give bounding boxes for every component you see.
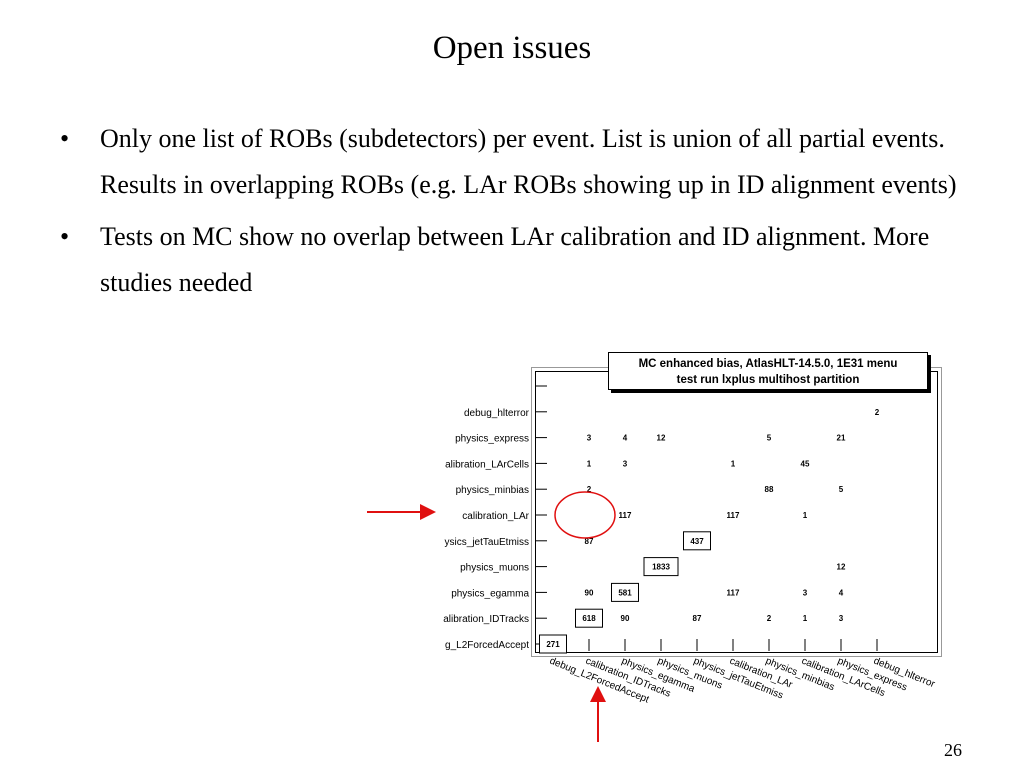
cell-box (643, 557, 679, 577)
cell-value: 1 (803, 511, 808, 520)
cell-value: 271 (546, 640, 560, 649)
cell-value: 1 (587, 459, 592, 468)
y-tick-label: alibration_IDTracks (443, 614, 529, 625)
y-tick-label: physics_minbias (456, 485, 529, 496)
cell-value: 3 (587, 434, 592, 443)
cell-value: 3 (803, 588, 808, 597)
cell-value: 117 (727, 588, 740, 597)
bullet-symbol: • (60, 222, 70, 251)
chart-title-box: MC enhanced bias, AtlasHLT-14.5.0, 1E31 … (608, 352, 928, 390)
cell-box (539, 634, 567, 654)
y-tick-label: physics_egamma (451, 588, 529, 599)
cell-value: 3 (839, 614, 844, 623)
bullet-list: • Only one list of ROBs (subdetectors) p… (60, 116, 970, 312)
y-tick-label: physics_muons (460, 563, 529, 574)
page-number: 26 (944, 740, 962, 760)
chart-title-line-2: test run lxplus multihost partition (676, 374, 860, 386)
cell-box (683, 531, 711, 551)
bullet-text: Only one list of ROBs (subdetectors) per… (100, 124, 957, 199)
cell-value: 88 (765, 485, 774, 494)
y-tick-label: alibration_LArCells (445, 459, 529, 470)
cell-value: 87 (693, 614, 702, 623)
cell-box (611, 582, 639, 602)
cell-value: 90 (621, 614, 630, 623)
cell-value: 2 (587, 485, 592, 494)
cell-value: 2 (875, 408, 880, 417)
cell-value: 1 (803, 614, 808, 623)
cell-value: 618 (582, 614, 596, 623)
bullet-item: • Only one list of ROBs (subdetectors) p… (60, 116, 970, 208)
cell-value: 2 (767, 614, 772, 623)
cell-value: 21 (837, 434, 846, 443)
cell-value: 117 (619, 511, 632, 520)
cell-value: 4 (623, 434, 628, 443)
bullet-text: Tests on MC show no overlap between LAr … (100, 222, 930, 297)
cell-value: 45 (801, 459, 810, 468)
cell-value: 12 (837, 563, 846, 572)
y-tick-label: calibration_LAr (462, 511, 529, 522)
slide-title: Open issues (432, 30, 592, 66)
cell-value: 90 (585, 588, 594, 597)
bullet-symbol: • (60, 124, 70, 153)
bullet-item: • Tests on MC show no overlap between LA… (60, 214, 970, 306)
y-tick-label: physics_express (455, 434, 529, 445)
cell-value: 3 (623, 459, 628, 468)
cell-value: 117 (727, 511, 740, 520)
cell-value: 4 (839, 588, 844, 597)
cell-value: 1 (731, 459, 736, 468)
cell-value: 5 (767, 434, 772, 443)
y-tick-label: debug_hlterror (464, 408, 530, 419)
cell-box (575, 608, 603, 628)
cell-value: 437 (690, 537, 704, 546)
y-tick-label: g_L2ForcedAccept (445, 640, 529, 651)
cell-value: 581 (618, 588, 632, 597)
cell-value: 12 (657, 434, 666, 443)
cell-value: 1833 (652, 563, 670, 572)
cell-value: 5 (839, 485, 844, 494)
cell-value: 87 (585, 537, 594, 546)
chart-title-line-1: MC enhanced bias, AtlasHLT-14.5.0, 1E31 … (638, 358, 898, 370)
y-tick-label: ysics_jetTauEtmiss (445, 537, 529, 548)
